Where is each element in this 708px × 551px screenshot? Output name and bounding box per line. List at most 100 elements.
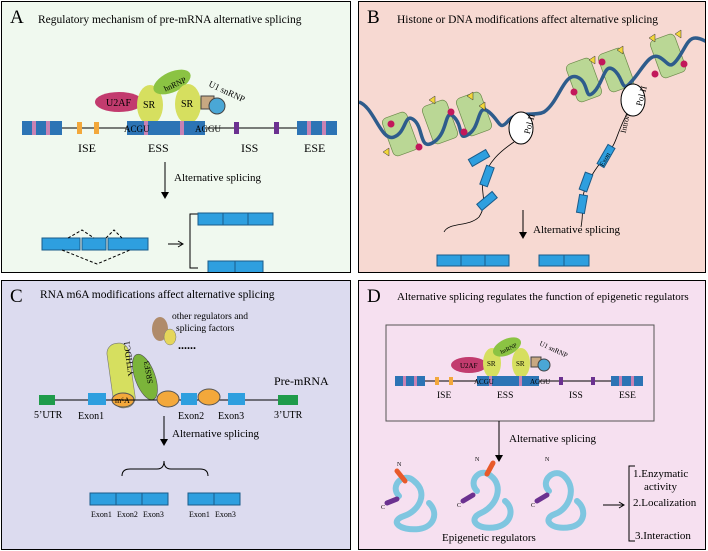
c-label-3: C: [531, 503, 535, 509]
acgu-label: ACGU: [124, 124, 150, 134]
panel-b-arrow-label: Alternative splicing: [533, 224, 621, 236]
panel-c-diagram: other regulators and splicing factors ..…: [34, 312, 329, 519]
u2af-label-d: U2AF: [460, 362, 478, 370]
aggu-label: AGGU: [195, 124, 221, 134]
other-regulator-2: [163, 328, 177, 346]
panel-d-diagram: U2AF SR hnRNP SR U1 snRNP ACGU AGGU ISE …: [381, 324, 697, 544]
epigenetic-regulators: [392, 469, 587, 533]
ise-label: ISE: [78, 141, 96, 155]
n-terminal-1: [394, 468, 408, 484]
iso1-exon3: Exon3: [143, 510, 164, 519]
panel-c-title: RNA m6A modifications affect alternative…: [40, 289, 275, 301]
acetylation-marks: [382, 29, 682, 157]
srsf3-label: SRSF3: [142, 360, 155, 384]
n-label-1: N: [397, 462, 402, 468]
inset-box: [385, 324, 655, 422]
panel-b-letter: B: [367, 7, 380, 28]
regulator-protein-3: [542, 470, 587, 531]
sr-label-1: SR: [143, 100, 156, 111]
n-label-2: N: [475, 457, 480, 463]
nucleosome-6: [650, 33, 686, 79]
exon3-label: Exon3: [218, 411, 244, 422]
sr-label-2: SR: [181, 99, 194, 110]
iso1-exon2: Exon2: [117, 510, 138, 519]
iso2-exon3: Exon3: [215, 510, 236, 519]
exon1-label: Exon1: [78, 411, 104, 422]
exon-left: [22, 121, 62, 135]
n-label-3: N: [545, 457, 550, 463]
utr5-box: [39, 395, 55, 405]
c-terminal-1: [384, 496, 400, 506]
panel-a-diagram: U2AF SR hnRNP SR U1 snRNP ACGU AGGU ISE …: [22, 69, 337, 272]
panel-c-arrow-label: Alternative splicing: [172, 428, 260, 440]
panel-d-letter: D: [367, 286, 381, 307]
utr3-box: [278, 395, 298, 405]
function-localization: 2.Localization: [633, 497, 697, 509]
ythdc1-protein: [106, 342, 136, 409]
utr5-label: 5’UTR: [34, 410, 63, 421]
panel-d-arrow-label: Alternative splicing: [509, 433, 597, 445]
iss-label: ISS: [241, 141, 258, 155]
u1-snrnp-label-d: U1 snRNP: [538, 340, 569, 360]
u1-snrnp-circle: [208, 97, 226, 115]
pre-mrna-label: Pre-mRNA: [274, 374, 329, 388]
panel-b-title: Histone or DNA modifications affect alte…: [397, 14, 659, 26]
regulator-protein-1: [392, 474, 438, 533]
panel-c-letter: C: [10, 286, 23, 307]
panel-b: B Histone or DNA modifications affect al…: [358, 1, 706, 273]
function-enzymatic: 1.Enzymatic: [633, 468, 688, 480]
nucleosome-4: [566, 57, 602, 103]
u2af-factor: [95, 92, 143, 112]
c-label-1: C: [381, 505, 385, 511]
panel-a-title: Regulatory mechanism of pre-mRNA alterna…: [38, 14, 302, 26]
exon3-box: [228, 393, 245, 405]
hnrnp-factor-d: [492, 337, 522, 357]
exon2-box: [181, 393, 197, 405]
exon-a2: [81, 237, 107, 251]
panel-a-arrow-label: Alternative splicing: [174, 172, 262, 184]
panel-a: A Regulatory mechanism of pre-mRNA alter…: [1, 1, 351, 273]
ess-label: ESS: [148, 141, 169, 155]
exon-a3: [107, 237, 149, 251]
iso1-exon1: Exon1: [91, 510, 112, 519]
regulators-note: other regulators and splicing factors: [172, 312, 250, 334]
isoform-b1: [436, 254, 510, 267]
exon2-label: Exon2: [178, 411, 204, 422]
function-interaction: 3.Interaction: [635, 530, 691, 542]
pol-ii-1: [508, 111, 534, 145]
ese-label-d: ESE: [619, 391, 636, 401]
bracket-a: [189, 213, 198, 269]
exon1-box: [88, 393, 106, 405]
panel-a-letter: A: [10, 7, 24, 28]
c-label-2: C: [457, 503, 461, 509]
sr-factor-d2: [512, 348, 530, 378]
panel-d: D Alternative splicing regulates the fun…: [358, 280, 706, 550]
function-activity: activity: [644, 481, 677, 493]
acgu-label-d: ACGU: [474, 378, 494, 386]
utr3-label: 3’UTR: [274, 410, 303, 421]
iss-label-d: ISS: [569, 391, 583, 401]
exon-a1: [41, 237, 81, 251]
ise-label-d: ISE: [437, 391, 451, 401]
exon-right: [297, 121, 337, 135]
epigenetic-caption: Epigenetic regulators: [442, 532, 536, 544]
methylation-marks: [387, 58, 688, 151]
ellipsis-dots: ......: [178, 338, 196, 352]
aggu-label-d: AGGU: [530, 378, 550, 386]
transcript-1: [443, 141, 515, 233]
isoform-c1: [89, 492, 169, 506]
panel-c: C RNA m6A modifications affect alternati…: [1, 280, 351, 550]
pol-ii-2: [620, 83, 646, 117]
iss-element: [234, 122, 239, 134]
function-bracket: [628, 465, 635, 542]
brace: [121, 460, 209, 477]
ess-label-d: ESS: [497, 391, 513, 401]
intron-label: Intron: [619, 113, 632, 134]
u2af-label: U2AF: [106, 98, 131, 109]
sr-factor-1: [137, 85, 163, 125]
sr-label-d2: SR: [516, 360, 525, 368]
regulator-protein-2: [470, 469, 514, 531]
sr-factor-2: [175, 84, 201, 124]
u2af-factor-d: [451, 357, 487, 373]
panel-d-title: Alternative splicing regulates the funct…: [397, 291, 689, 303]
